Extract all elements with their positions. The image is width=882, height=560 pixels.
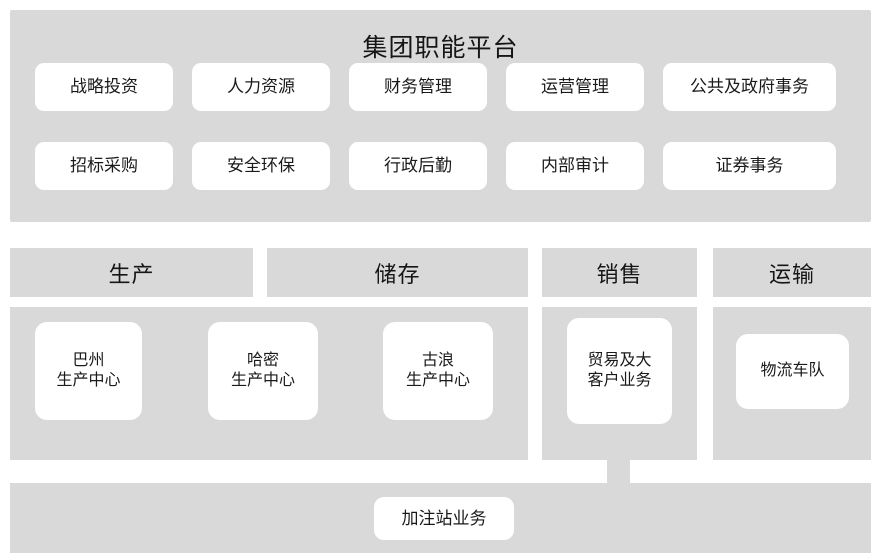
entity-card-logistics-fleet[interactable]: 物流车队 [736, 334, 849, 409]
function-card-label: 内部审计 [541, 156, 609, 176]
entity-card-line1: 贸易及大 [587, 351, 652, 369]
function-card-label: 战略投资 [70, 77, 138, 97]
column-header-production: 生产 [10, 248, 253, 297]
function-card-label: 财务管理 [384, 77, 452, 97]
function-card-label: 公共及政府事务 [690, 77, 809, 97]
entity-card-label: 加注站业务 [401, 508, 487, 528]
entity-card-hami-production-center[interactable]: 哈密 生产中心 [208, 322, 318, 420]
function-card-securities-affairs[interactable]: 证券事务 [663, 142, 836, 190]
function-card-label: 安全环保 [227, 156, 295, 176]
entity-card-bazhou-production-center[interactable]: 巴州 生产中心 [35, 322, 142, 420]
entity-card-line2: 生产中心 [56, 372, 121, 389]
column-header-transport: 运输 [713, 248, 871, 297]
group-function-platform-panel: 集团职能平台 [10, 10, 871, 222]
column-header-storage: 储存 [267, 248, 528, 297]
function-card-label: 运营管理 [541, 77, 609, 97]
function-card-human-resources[interactable]: 人力资源 [192, 63, 330, 111]
entity-card-line1: 巴州 [72, 351, 105, 369]
entity-card-gulang-production-center[interactable]: 古浪 生产中心 [383, 322, 493, 420]
sales-to-station-connector [607, 460, 630, 483]
function-card-label: 证券事务 [715, 156, 784, 176]
function-card-label: 行政后勤 [384, 156, 452, 176]
column-header-label: 销售 [596, 261, 643, 287]
function-card-bidding-procurement[interactable]: 招标采购 [35, 142, 173, 190]
column-header-label: 储存 [374, 261, 421, 287]
page-title: 集团职能平台 [362, 34, 519, 62]
function-card-operations-management[interactable]: 运营管理 [506, 63, 644, 111]
entity-card-line2: 生产中心 [405, 372, 470, 389]
function-card-label: 招标采购 [70, 156, 138, 176]
function-card-label: 人力资源 [227, 77, 295, 97]
function-card-public-government-affairs[interactable]: 公共及政府事务 [663, 63, 836, 111]
entity-card-line1: 哈密 [246, 351, 279, 369]
entity-card-line1: 古浪 [421, 351, 454, 369]
function-card-internal-audit[interactable]: 内部审计 [506, 142, 644, 190]
column-header-sales: 销售 [542, 248, 697, 297]
function-card-administration-logistics[interactable]: 行政后勤 [349, 142, 487, 190]
column-header-label: 运输 [768, 261, 815, 287]
entity-card-refueling-station-business[interactable]: 加注站业务 [374, 497, 514, 540]
column-header-label: 生产 [108, 261, 155, 287]
entity-card-trade-key-accounts[interactable]: 贸易及大 客户业务 [567, 318, 672, 424]
entity-card-line2: 客户业务 [587, 372, 652, 389]
function-card-strategic-investment[interactable]: 战略投资 [35, 63, 173, 111]
entity-card-line2: 生产中心 [230, 372, 295, 389]
entity-card-label: 物流车队 [760, 362, 825, 380]
function-card-safety-environment[interactable]: 安全环保 [192, 142, 330, 190]
function-card-financial-management[interactable]: 财务管理 [349, 63, 487, 111]
